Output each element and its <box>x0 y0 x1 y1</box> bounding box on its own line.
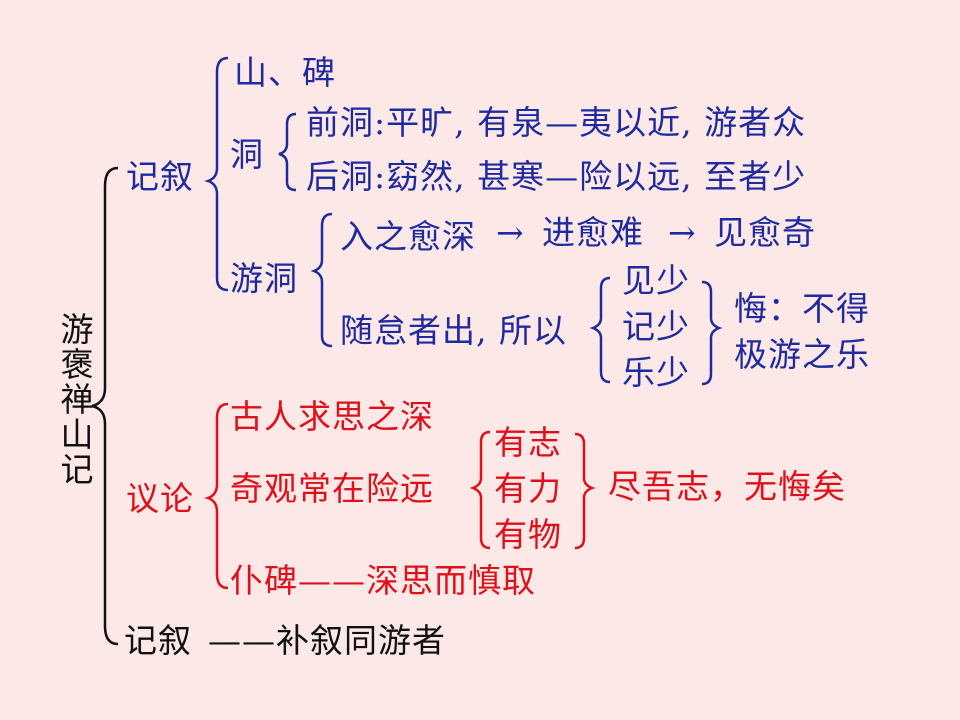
tour-bracket <box>310 212 333 348</box>
results-left-bracket <box>589 276 611 384</box>
arrow-2: → <box>668 213 697 252</box>
result-see-less: 见少 <box>622 261 690 300</box>
discussion-point-3: 仆碑——深思而慎取 <box>230 561 536 600</box>
discussion-bracket <box>204 402 229 590</box>
deeper-text: 入之愈深 <box>340 217 476 256</box>
front-cave-text: 前洞:平旷, 有泉—夷以近, 游者众 <box>306 103 807 142</box>
discussion-label: 议论 <box>126 479 194 518</box>
discussion-conclusion: 尽吾志，无悔矣 <box>608 467 846 506</box>
results-right-bracket <box>701 280 723 386</box>
condition-aid: 有物 <box>494 515 562 554</box>
discussion-point-1: 古人求思之深 <box>230 397 434 436</box>
regret-line-2: 极游之乐 <box>734 335 870 374</box>
stranger-text: 见愈奇 <box>714 213 816 252</box>
condition-will: 有志 <box>494 423 562 462</box>
back-cave-text: 后洞:窈然, 甚寒—险以远, 至者少 <box>306 157 807 196</box>
exit-text: 随怠者出, 所以 <box>340 311 567 350</box>
discussion-point-2: 奇观常在险远 <box>230 469 434 508</box>
conditions-left-bracket <box>469 430 491 550</box>
title-vertical: 游褒禅山记 <box>55 312 94 487</box>
main-bracket <box>91 166 119 646</box>
regret-line-1: 悔：不得 <box>734 289 870 328</box>
mountain-stele-text: 山、碑 <box>234 53 336 92</box>
result-joy-less: 乐少 <box>622 353 690 392</box>
tour-label: 游洞 <box>230 259 298 298</box>
closing-label: 记叙 <box>124 621 192 660</box>
harder-text: 进愈难 <box>542 213 644 252</box>
condition-strength: 有力 <box>494 469 562 508</box>
narrative-bracket <box>204 56 229 292</box>
arrow-1: → <box>496 213 525 252</box>
cave-label: 洞 <box>230 135 264 174</box>
narrative-label: 记叙 <box>126 157 194 196</box>
cave-bracket <box>278 112 297 192</box>
conditions-right-bracket <box>574 432 596 550</box>
closing-text: ——补叙同游者 <box>208 621 446 660</box>
result-record-less: 记少 <box>622 307 690 346</box>
